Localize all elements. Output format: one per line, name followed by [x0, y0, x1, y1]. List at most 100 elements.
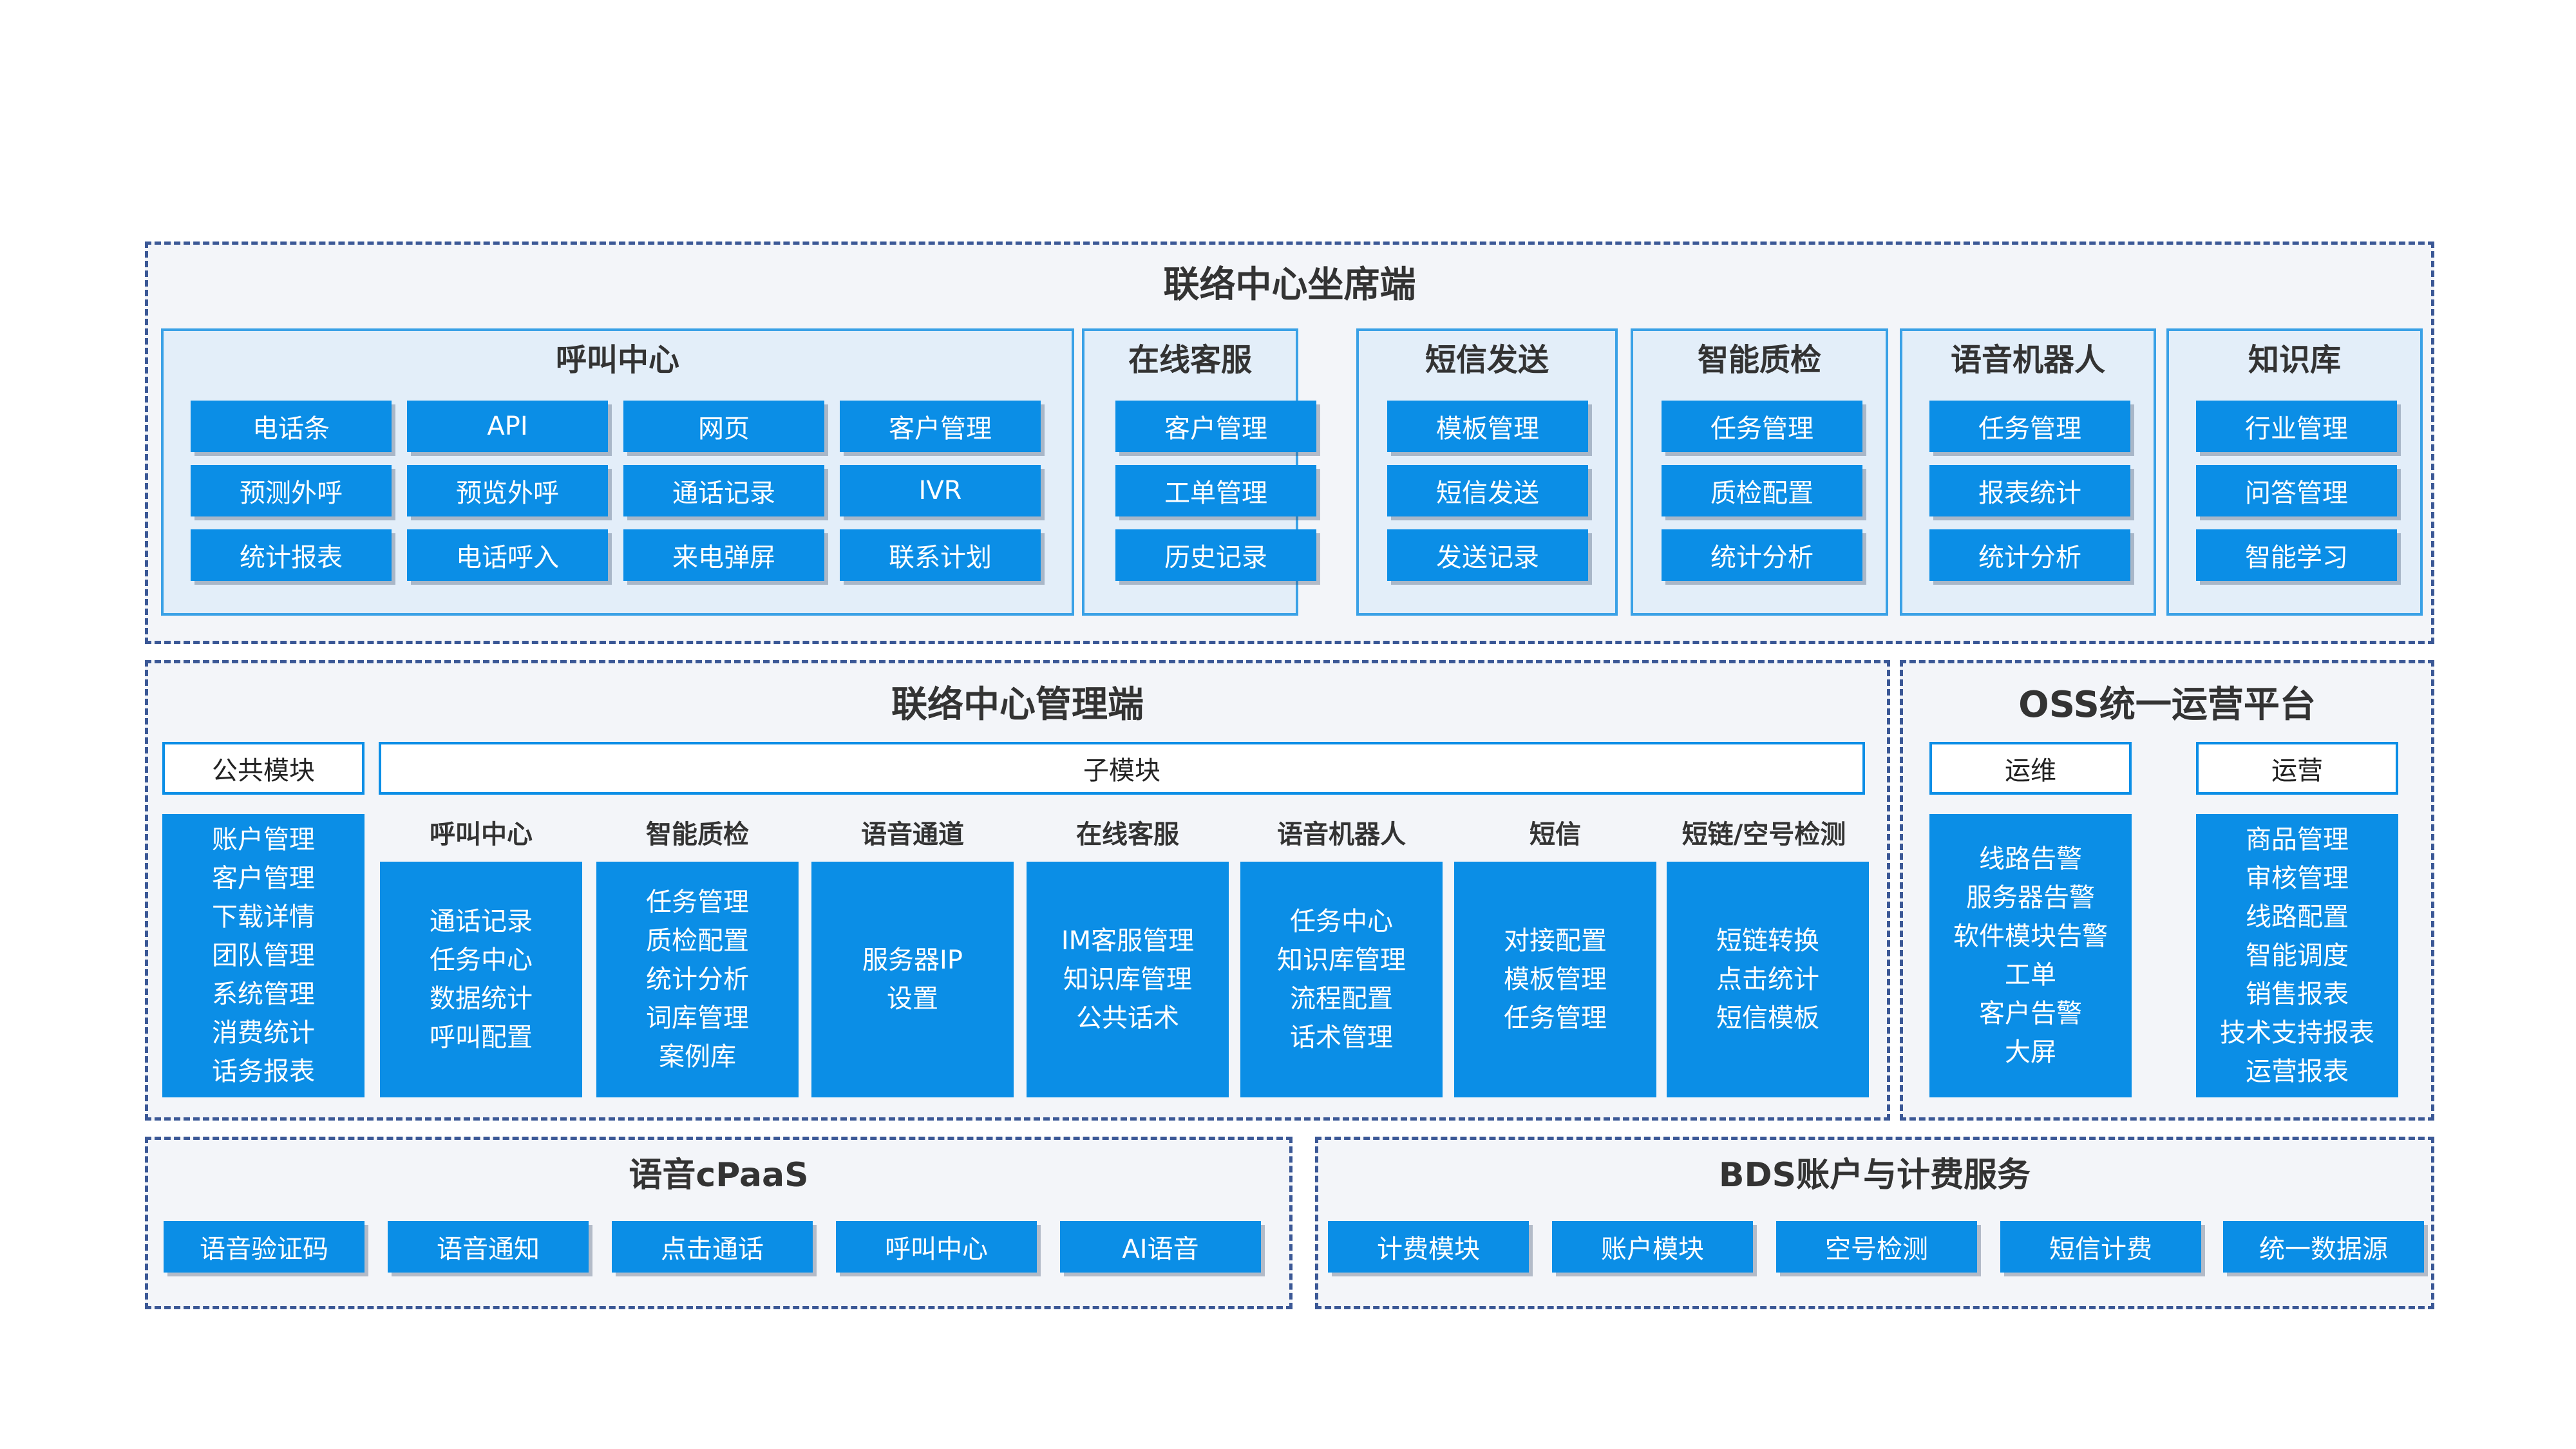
admin-column-item: 任务管理: [646, 887, 749, 917]
qc-item: 任务管理: [1662, 401, 1862, 452]
call-center-item: 网页: [623, 401, 824, 452]
sms-item: 模板管理: [1387, 401, 1588, 452]
admin-column-title: 语音通道: [861, 820, 964, 849]
admin-column-item: 知识库管理: [1277, 945, 1406, 975]
qc-item: 质检配置: [1662, 465, 1862, 516]
biz-ops-item: 线路配置: [2246, 902, 2349, 932]
bds-item: 统一数据源: [2223, 1221, 2424, 1273]
ops-item: 大屏: [2005, 1037, 2056, 1067]
public-item: 系统管理: [212, 980, 315, 1009]
public-item: 团队管理: [212, 941, 315, 971]
admin-column-title: 语音机器人: [1277, 820, 1406, 849]
public-item: 话务报表: [212, 1057, 315, 1086]
oss-section-title: OSS统一运营平台: [2018, 684, 2316, 726]
bds-item: 计费模块: [1328, 1221, 1529, 1273]
admin-column-item: 数据统计: [430, 984, 533, 1014]
call-center-item: 电话条: [191, 401, 392, 452]
admin-column-item: 公共话术: [1076, 1003, 1179, 1033]
biz-ops-item: 审核管理: [2246, 864, 2349, 893]
admin-column-box: 通话记录 任务中心 数据统计 呼叫配置: [380, 862, 582, 1097]
call-center-item: 通话记录: [623, 465, 824, 516]
admin-column-item: 服务器IP: [862, 945, 963, 975]
ops-item: 服务器告警: [1966, 883, 2095, 913]
admin-column-item: 话术管理: [1290, 1023, 1393, 1052]
ops-box: 线路告警 服务器告警 软件模块告警 工单 客户告警 大屏: [1929, 814, 2132, 1097]
admin-column-item: 短信模板: [1716, 1003, 1819, 1033]
ops-item: 工单: [2005, 960, 2056, 990]
admin-column-item: 设置: [887, 984, 938, 1014]
admin-column-item: 点击统计: [1716, 965, 1819, 994]
online-service-title: 在线客服: [1128, 342, 1252, 378]
robot-item: 统计分析: [1929, 529, 2130, 581]
call-center-item: 预测外呼: [191, 465, 392, 516]
admin-column-title: 短链/空号检测: [1681, 820, 1846, 849]
admin-column-item: 对接配置: [1504, 926, 1607, 956]
call-center-item: IVR: [840, 465, 1041, 516]
admin-column-item: 任务中心: [1290, 907, 1393, 936]
sms-item: 短信发送: [1387, 465, 1588, 516]
biz-ops-item: 商品管理: [2246, 825, 2349, 855]
sms-title: 短信发送: [1425, 342, 1549, 378]
admin-column-title: 短信: [1530, 820, 1581, 849]
public-module-label: 公共模块: [162, 742, 365, 795]
biz-ops-item: 技术支持报表: [2220, 1018, 2374, 1048]
admin-column-item: 任务中心: [430, 945, 533, 975]
ops-item: 软件模块告警: [1953, 922, 2108, 951]
cpaas-item: 语音通知: [388, 1221, 589, 1273]
kb-item: 问答管理: [2196, 465, 2397, 516]
admin-column-box: 服务器IP 设置: [811, 862, 1014, 1097]
admin-column-item: 模板管理: [1504, 965, 1607, 994]
call-center-item: API: [407, 401, 608, 452]
bds-item: 账户模块: [1552, 1221, 1753, 1273]
admin-column-item: 统计分析: [646, 965, 749, 994]
admin-column-item: 通话记录: [430, 907, 533, 936]
biz-ops-item: 运营报表: [2246, 1057, 2349, 1086]
cpaas-item: AI语音: [1060, 1221, 1261, 1273]
call-center-item: 统计报表: [191, 529, 392, 581]
sub-module-label: 子模块: [379, 742, 1865, 795]
call-center-item: 电话呼入: [407, 529, 608, 581]
admin-column-title: 智能质检: [646, 820, 749, 849]
public-item: 下载详情: [212, 902, 315, 932]
admin-column-item: 案例库: [659, 1042, 736, 1072]
admin-column-item: 任务管理: [1504, 1003, 1607, 1033]
cpaas-section-title: 语音cPaaS: [629, 1156, 809, 1195]
robot-title: 语音机器人: [1950, 342, 2105, 378]
ops-item: 线路告警: [1979, 844, 2082, 874]
bds-section-title: BDS账户与计费服务: [1718, 1156, 2031, 1195]
biz-ops-item: 销售报表: [2246, 980, 2349, 1009]
admin-column-item: 知识库管理: [1063, 965, 1192, 994]
qc-item: 统计分析: [1662, 529, 1862, 581]
bds-item: 空号检测: [1776, 1221, 1977, 1273]
call-center-item: 来电弹屏: [623, 529, 824, 581]
call-center-item: 联系计划: [840, 529, 1041, 581]
kb-item: 行业管理: [2196, 401, 2397, 452]
qc-title: 智能质检: [1697, 342, 1821, 378]
admin-column-box: 短链转换 点击统计 短信模板: [1667, 862, 1869, 1097]
cpaas-item: 点击通话: [612, 1221, 813, 1273]
ops-item: 客户告警: [1979, 999, 2082, 1028]
cpaas-item: 语音验证码: [164, 1221, 365, 1273]
ops-label: 运维: [1929, 742, 2132, 795]
online-service-item: 工单管理: [1115, 465, 1316, 516]
admin-column-box: 对接配置 模板管理 任务管理: [1454, 862, 1656, 1097]
admin-column-item: 呼叫配置: [430, 1023, 533, 1052]
admin-section-title: 联络中心管理端: [891, 684, 1144, 726]
admin-column-title: 在线客服: [1076, 820, 1179, 849]
cpaas-item: 呼叫中心: [836, 1221, 1037, 1273]
call-center-item: 预览外呼: [407, 465, 608, 516]
admin-column-box: IM客服管理 知识库管理 公共话术: [1027, 862, 1229, 1097]
admin-column-item: 词库管理: [646, 1003, 749, 1033]
biz-ops-item: 智能调度: [2246, 941, 2349, 971]
biz-ops-box: 商品管理 审核管理 线路配置 智能调度 销售报表 技术支持报表 运营报表: [2196, 814, 2398, 1097]
online-service-item: 客户管理: [1115, 401, 1316, 452]
admin-column-title: 呼叫中心: [430, 820, 533, 849]
sms-item: 发送记录: [1387, 529, 1588, 581]
admin-column-item: 质检配置: [646, 926, 749, 956]
admin-column-item: IM客服管理: [1061, 926, 1195, 956]
public-item: 消费统计: [212, 1018, 315, 1048]
call-center-item: 客户管理: [840, 401, 1041, 452]
agent-section-title: 联络中心坐席端: [1163, 264, 1416, 306]
admin-column-box: 任务管理 质检配置 统计分析 词库管理 案例库: [596, 862, 799, 1097]
robot-item: 任务管理: [1929, 401, 2130, 452]
